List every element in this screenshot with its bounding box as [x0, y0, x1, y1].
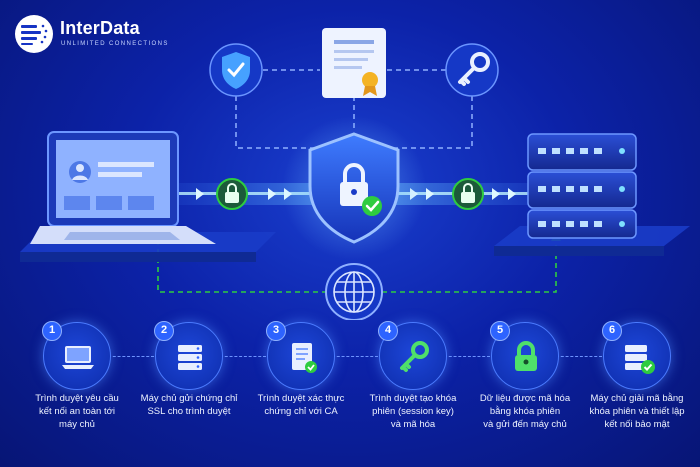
- step-description: Dữ liệu được mã hóa bằng khóa phiên và g…: [479, 393, 571, 430]
- certificate-icon: [322, 28, 386, 98]
- brand-logo: InterData UNLIMITED CONNECTIONS: [14, 14, 184, 58]
- step-description: Máy chủ giải mã bằng khóa phiên và thiết…: [589, 393, 685, 430]
- step-number: 2: [154, 321, 174, 341]
- ssl-diagram: [20, 28, 690, 320]
- step-6: 6 Máy chủ giải mã bằng khóa phiên và thi…: [582, 321, 692, 462]
- padlock-icon: [515, 341, 537, 371]
- step-connector: [108, 356, 154, 357]
- step-connector: [220, 356, 266, 357]
- step-connector: [332, 356, 378, 357]
- server-check-icon: [625, 345, 655, 374]
- laptop-icon: [62, 346, 94, 369]
- key-icon: [445, 43, 499, 97]
- step-2: 2 Máy chủ gửi chứng chỉ SSL cho trình du…: [134, 321, 244, 462]
- shield-check-icon: [209, 43, 263, 97]
- key-icon: [400, 341, 429, 372]
- padlock-right-icon: [452, 178, 484, 210]
- step-number: 3: [266, 321, 286, 341]
- step-circle: 6: [602, 321, 671, 390]
- logo-mark-icon: [15, 15, 53, 53]
- document-check-icon: [292, 343, 317, 373]
- step-description: Trình duyệt yêu cầu kết nối an toàn tới …: [35, 393, 119, 430]
- step-description: Trình duyệt xác thực chứng chỉ với CA: [257, 393, 345, 417]
- step-number: 6: [602, 321, 622, 341]
- server-icon: [178, 345, 202, 370]
- step-1: 1 Trình duyệt yêu cầu kết nối an toàn tớ…: [22, 321, 132, 462]
- step-3: 3 Trình duyệt xác thực chứng chỉ với CA: [246, 321, 356, 462]
- server-rack-icon: [494, 133, 690, 256]
- step-description: Trình duyệt tạo khóa phiên (session key)…: [369, 393, 457, 430]
- brand-name: InterData: [60, 18, 140, 38]
- globe-icon: [325, 263, 383, 320]
- shield-lock-icon: [282, 116, 426, 260]
- step-circle: 2: [154, 321, 223, 390]
- step-5: 5 Dữ liệu được mã hóa bằng khóa phiên và…: [470, 321, 580, 462]
- step-circle: 4: [378, 321, 447, 390]
- step-circle: 3: [266, 321, 335, 390]
- step-description: Máy chủ gửi chứng chỉ SSL cho trình duyệ…: [140, 393, 238, 417]
- step-connector: [556, 356, 602, 357]
- laptop-icon: [20, 131, 276, 262]
- step-number: 5: [490, 321, 510, 341]
- step-circle: 5: [490, 321, 559, 390]
- step-circle: 1: [42, 321, 111, 390]
- step-4: 4 Trình duyệt tạo khóa phiên (session ke…: [358, 321, 468, 462]
- brand-tagline: UNLIMITED CONNECTIONS: [61, 41, 169, 47]
- step-connector: [444, 356, 490, 357]
- step-number: 4: [378, 321, 398, 341]
- padlock-left-icon: [216, 178, 248, 210]
- step-number: 1: [42, 321, 62, 341]
